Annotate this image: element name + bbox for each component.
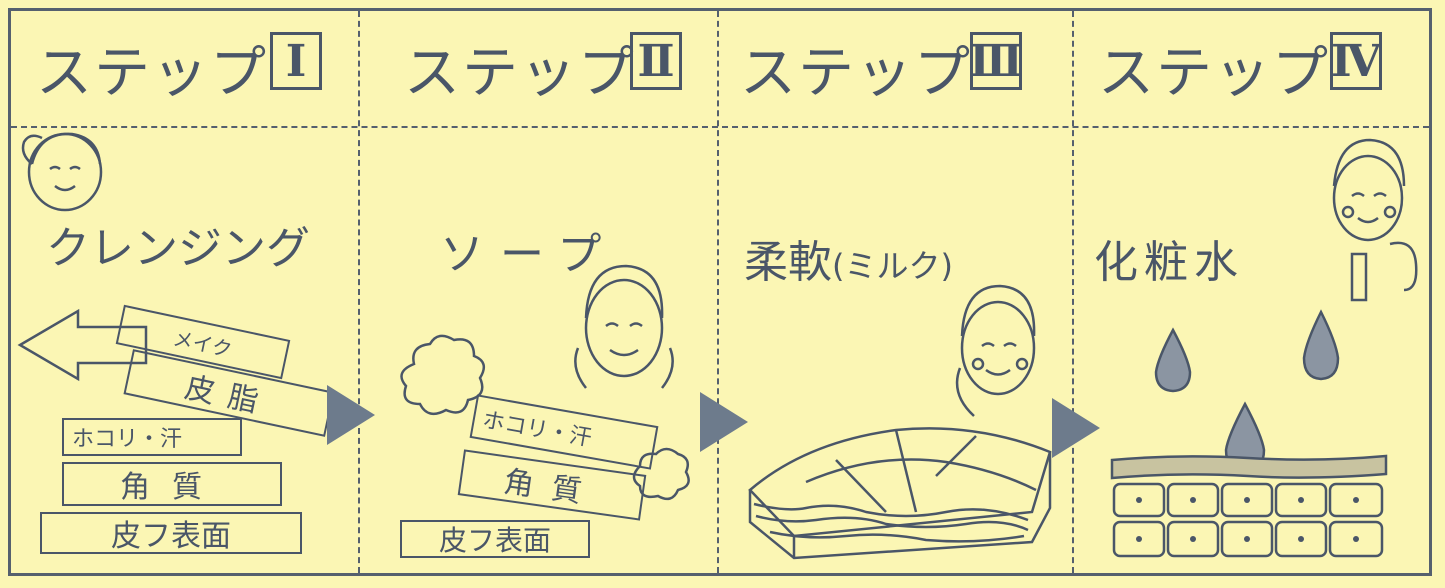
lotion-drop-1	[1154, 327, 1192, 393]
face-illustration-4	[1332, 138, 1418, 302]
lotion-drop-2	[1302, 309, 1340, 381]
step-1-label: クレンジング	[46, 223, 310, 274]
step-4-numeral: Ⅳ	[1330, 32, 1382, 90]
layer-skin-surface: 皮フ表面	[40, 512, 302, 554]
skin-cells-illustration	[1110, 454, 1388, 558]
diagram-frame	[8, 8, 1432, 576]
step-1-title: ステップ	[36, 41, 268, 106]
step-arrow-2	[700, 392, 748, 452]
step-3-title: ステップ	[740, 41, 972, 106]
face-illustration-2	[574, 264, 674, 389]
step-3-label-main: 柔軟	[744, 237, 832, 288]
step-4-label: 化粧水	[1094, 237, 1244, 288]
column-divider-1	[358, 11, 360, 573]
step-3-numeral: Ⅲ	[969, 32, 1023, 90]
face-illustration-1	[21, 132, 103, 212]
foam-cloud-1	[400, 334, 486, 416]
step-3-label: 柔軟(ミルク)	[744, 226, 953, 290]
step-1-numeral: Ⅰ	[270, 32, 322, 90]
step-2-title: ステップ	[404, 41, 636, 106]
layer-keratin: 角質	[62, 462, 282, 506]
step-2-label: ソープ	[440, 229, 618, 280]
layer-dust-sweat: ホコリ・汗	[62, 418, 242, 456]
step-3-label-sub: (ミルク)	[832, 247, 953, 285]
softened-skin-illustration	[748, 427, 1052, 560]
face-illustration-3	[955, 284, 1036, 417]
column-divider-2	[717, 11, 719, 573]
step-arrow-3	[1052, 398, 1100, 458]
header-divider	[11, 126, 1429, 128]
step-2-numeral: Ⅱ	[630, 32, 682, 90]
removal-arrow	[17, 308, 148, 382]
foam-cloud-2	[632, 447, 690, 501]
layer-skin-surface-2: 皮フ表面	[400, 520, 590, 558]
step-arrow-1	[327, 385, 375, 445]
column-divider-3	[1072, 11, 1074, 573]
step-4-title: ステップ	[1098, 41, 1330, 106]
